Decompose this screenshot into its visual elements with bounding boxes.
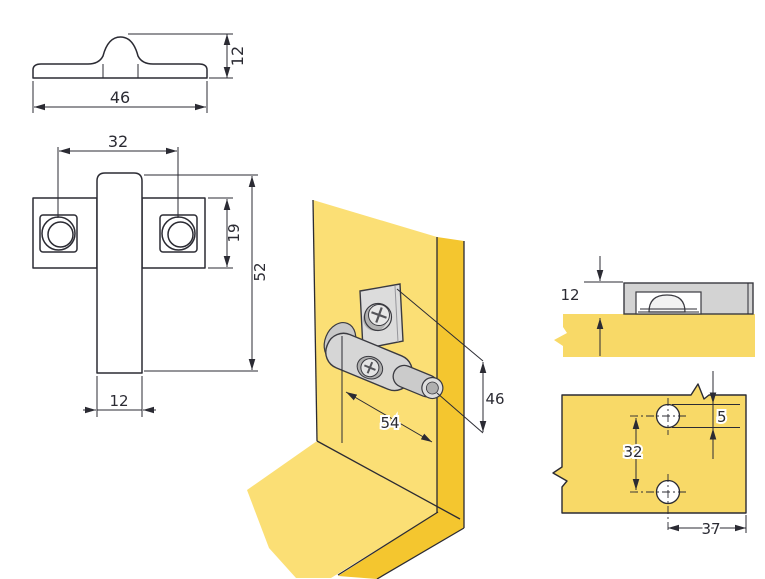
shelf-front-top-line: [337, 511, 439, 576]
panel-left-edge-line: [312, 199, 318, 442]
plate-screw-phillips-icon: [371, 307, 387, 323]
dim-profile-width: 46: [110, 88, 130, 107]
shelf-front-bottom-line: [376, 527, 465, 579]
mounting-hole-left-inner: [47, 221, 74, 248]
drill-panel: [552, 383, 747, 514]
section-dome-profile: [648, 294, 686, 313]
iso-view: 54 46: [247, 199, 505, 579]
dim-section-fitting-height: 12: [560, 286, 579, 304]
profile-view: 12 46: [32, 33, 247, 113]
dim-front-total-height: 52: [251, 262, 269, 281]
profile-outline: [32, 36, 208, 79]
dim-profile-height: 12: [228, 46, 247, 66]
barrel-screw-phillips-icon: [363, 361, 376, 374]
dim-drill-hole-spacing: 32: [623, 443, 642, 461]
dimension-line-plate-length: [345, 391, 433, 443]
section-panel: [554, 314, 755, 357]
dim-front-flange-height: 19: [225, 223, 243, 242]
vertical-panel-edge: [437, 237, 464, 528]
extension-line: [436, 392, 484, 434]
shelf-front-edge: [338, 512, 464, 579]
dim-front-stem-width: 12: [109, 392, 128, 410]
front-view: 32 19 52 12: [32, 132, 269, 417]
shelf-intersection-line: [316, 440, 461, 520]
dim-iso-plate-length: 54: [380, 414, 399, 432]
dim-drill-hole-diameter: 5: [717, 408, 727, 426]
drill-plan-view: 5 32 37: [552, 371, 747, 540]
dim-iso-height: 46: [485, 390, 504, 408]
plate-fold-line: [394, 285, 399, 343]
dim-drill-edge-distance: 37: [701, 520, 720, 538]
dim-front-hole-spacing: 32: [108, 132, 128, 151]
center-stem: [96, 172, 143, 374]
section-view: 12: [554, 256, 755, 357]
plate-screw-ring: [363, 302, 393, 332]
mounting-hole-right-inner: [167, 221, 194, 248]
shelf-top-face: [247, 441, 438, 578]
extension-line: [396, 288, 484, 362]
